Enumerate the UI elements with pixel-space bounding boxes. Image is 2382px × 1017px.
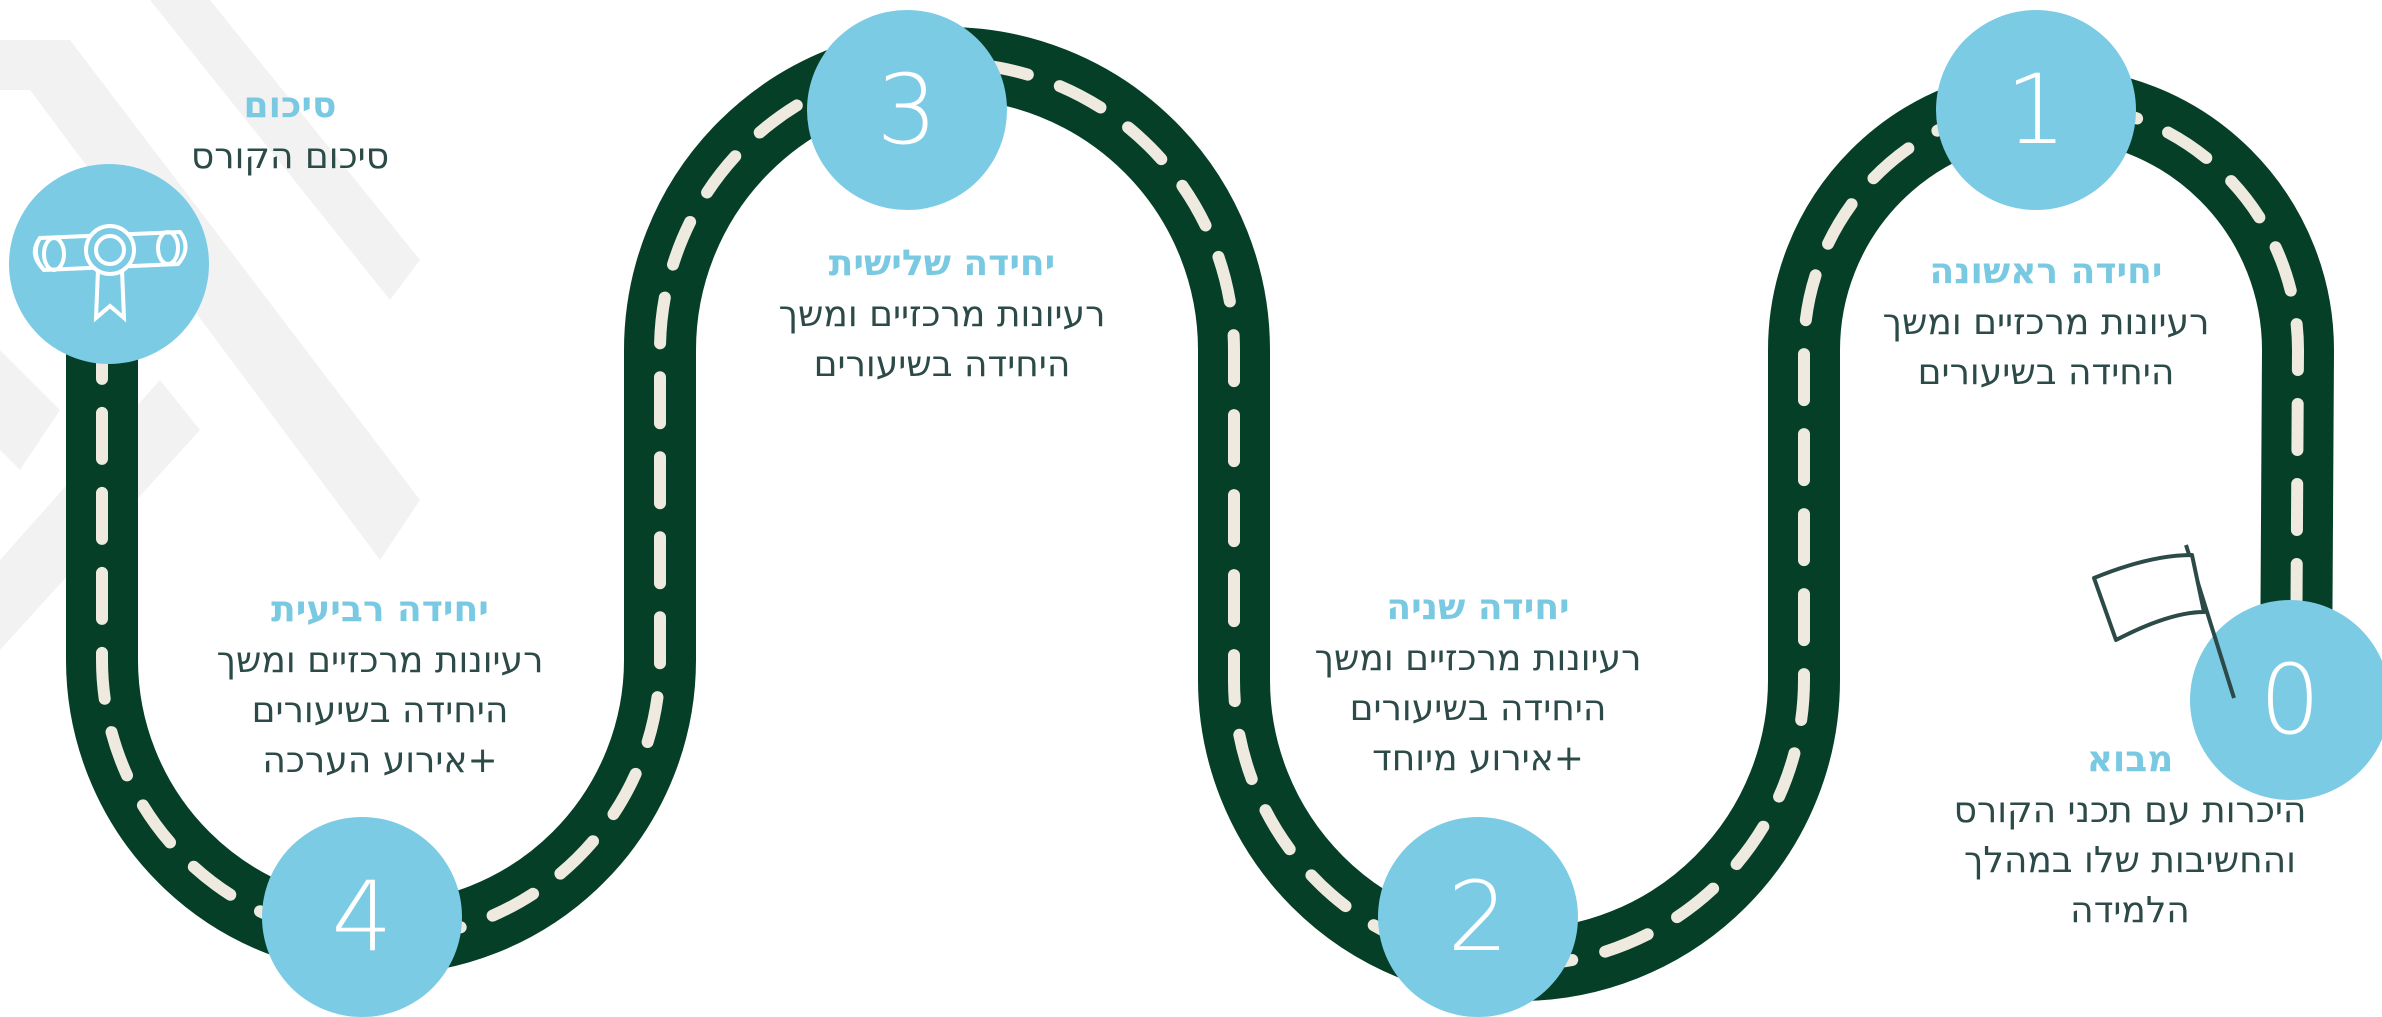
stop-text-line: והחשיבות שלו במהלך [1964,840,2296,881]
stop-text-line: סיכום הקורס [190,136,390,177]
stop-text-line: הלמידה [2070,890,2190,931]
stop-text-line: +אירוע מיוחד [1372,738,1584,779]
stop-title: סיכום [243,85,337,126]
stop-label-4: יחידה רביעית רעיונות מרכזיים ומשך היחידה… [170,584,590,786]
diploma-icon [32,224,188,323]
stop-number-0: 0 [2259,644,2321,756]
stop-text-line: רעיונות מרכזיים ומשך [778,294,1106,335]
stop-circle-2[interactable] [1378,817,1578,1017]
stop-number-1: 1 [2005,54,2067,166]
stop-text-line: רעיונות מרכזיים ומשך [1314,638,1642,679]
stop-number-3: 3 [876,54,938,166]
stop-label-2: יחידה שניה רעיונות מרכזיים ומשך היחידה ב… [1268,582,1688,784]
stop-circle-3[interactable] [807,10,1007,210]
stop-text-line: היכרות עם תכני הקורס [1953,790,2307,831]
stop-title: מבוא [2086,739,2174,780]
stop-circle-0[interactable] [2190,600,2382,800]
stop-text-line: רעיונות מרכזיים ומשך [1882,302,2210,343]
stop-title: יחידה ראשונה [1929,251,2163,292]
stop-number-4: 4 [331,861,393,973]
stop-label-0: מבוא היכרות עם תכני הקורס והחשיבות שלו ב… [1920,734,2340,936]
stop-label-1: יחידה ראשונה רעיונות מרכזיים ומשך היחידה… [1836,246,2256,398]
stop-title: יחידה שניה [1386,587,1570,628]
flag-icon [2092,544,2236,699]
stop-label-summary: סיכום סיכום הקורס [130,80,450,182]
stop-number-2: 2 [1447,861,1509,973]
road-center-dashes [96,57,2305,971]
stop-label-3: יחידה שלישית רעיונות מרכזיים ומשך היחידה… [732,238,1152,390]
stop-text-line: רעיונות מרכזיים ומשך [216,640,544,681]
stop-text-line: היחידה בשיעורים [1349,688,1607,729]
stop-text-line: היחידה בשיעורים [813,344,1071,385]
stop-circle-4[interactable] [262,817,462,1017]
stop-text-line: היחידה בשיעורים [1917,352,2175,393]
stop-title: יחידה שלישית [828,243,1056,284]
stop-text-line: היחידה בשיעורים [251,690,509,731]
stop-title: יחידה רביעית [271,589,489,630]
stop-text-line: +אירוע הערכה [262,740,498,781]
stop-circle-1[interactable] [1936,10,2136,210]
